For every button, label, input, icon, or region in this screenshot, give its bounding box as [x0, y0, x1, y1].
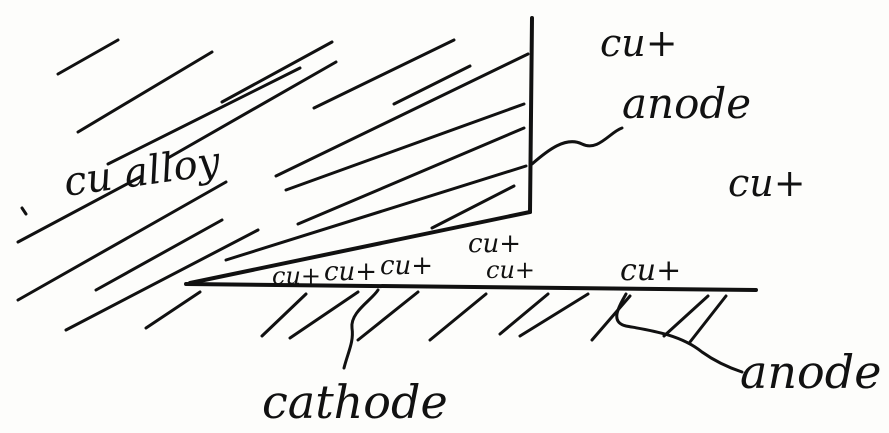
ion-crevice-label-5: cu+: [486, 256, 535, 284]
anode-top-label: anode: [622, 79, 751, 128]
alloy-hatching-lower: [144, 290, 728, 344]
stray-mark: [20, 206, 28, 216]
anode-bottom-leader: [615, 292, 744, 374]
anode-top-leader: [530, 126, 624, 166]
ion-crevice-label-4: cu+: [468, 229, 521, 259]
ion-right-label: cu+: [728, 161, 806, 205]
ion-top-label: cu+: [600, 21, 678, 65]
alloy-hatching-upper: [16, 38, 530, 332]
ion-crevice-label-3: cu+: [380, 251, 433, 281]
cathode-label: cathode: [262, 375, 448, 429]
ion-surface-right-label: cu+: [620, 253, 681, 288]
ion-crevice-label-2: cu+: [324, 257, 377, 287]
cathode-leader: [342, 288, 380, 370]
crevice-upper-wall: [188, 210, 532, 285]
alloy-vertical-edge: [528, 16, 534, 214]
surface-line: [184, 282, 758, 292]
anode-bottom-label: anode: [740, 345, 881, 399]
ion-crevice-label-1: cu+: [272, 262, 321, 290]
